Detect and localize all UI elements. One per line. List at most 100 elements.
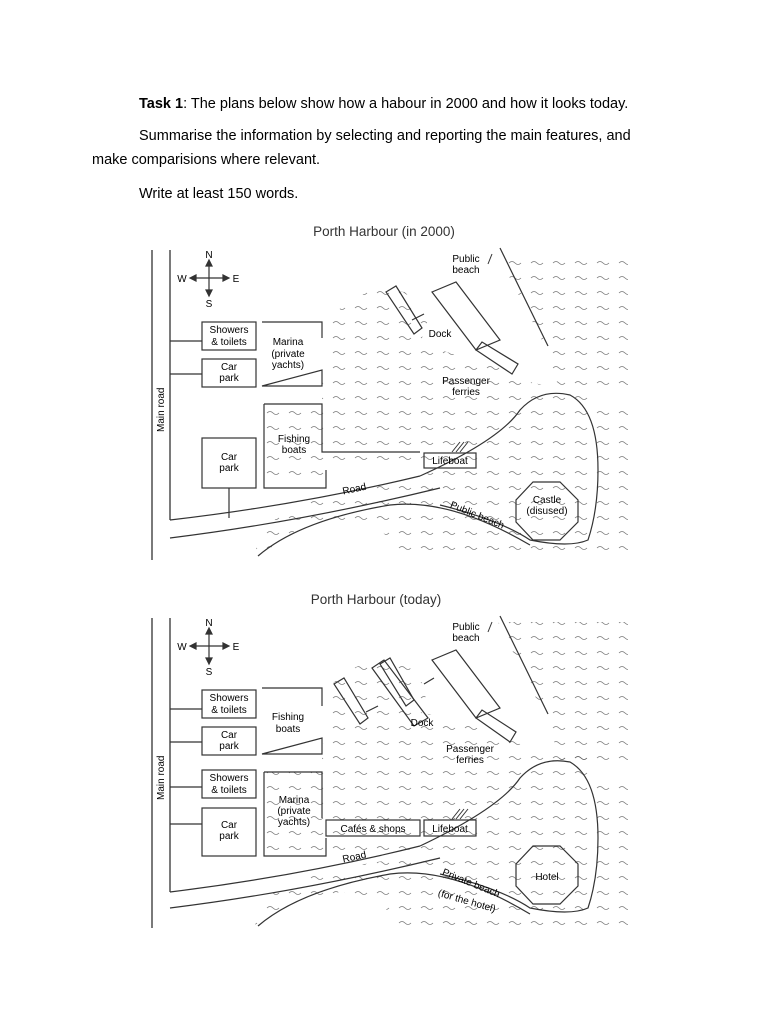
car-park-south bbox=[201, 807, 257, 857]
ferry-boat-2 bbox=[475, 341, 519, 375]
main-road-label: Main road bbox=[156, 388, 167, 432]
lifeboat-label: Lifeboat bbox=[432, 824, 468, 835]
headland bbox=[419, 392, 599, 545]
marina-basin bbox=[261, 321, 323, 387]
carpark-a-1: Car bbox=[221, 730, 238, 741]
compass-s: S bbox=[206, 667, 213, 678]
ferries-label-2: ferries bbox=[452, 387, 480, 398]
castle-label-1: Castle bbox=[533, 495, 562, 506]
showers-toilets-south bbox=[201, 769, 257, 799]
dock-pier bbox=[431, 281, 501, 351]
car-park-north bbox=[201, 726, 257, 756]
carpark-north-2: park bbox=[219, 373, 239, 384]
marina-label-1: Marina bbox=[273, 337, 304, 348]
task-line3: Write at least 150 words. bbox=[139, 186, 299, 202]
road-upper bbox=[169, 475, 421, 521]
sea bbox=[255, 622, 628, 930]
ferry-boat-3 bbox=[475, 709, 517, 743]
fishing-basin bbox=[261, 687, 323, 755]
dock-pier-west bbox=[371, 659, 429, 727]
carpark-a-2: park bbox=[219, 741, 239, 752]
carpark-b-1: Car bbox=[221, 820, 238, 831]
showers-a-1: Showers bbox=[210, 693, 249, 704]
compass-e: E bbox=[233, 274, 240, 285]
compass-s: S bbox=[206, 299, 213, 310]
headland bbox=[419, 760, 599, 913]
public-beach-2: beach bbox=[452, 633, 479, 644]
carpark-south-2: park bbox=[219, 463, 239, 474]
public-beach-1: Public bbox=[452, 254, 479, 265]
main-road bbox=[151, 618, 171, 928]
task-line1: : The plans below show how a habour in 2… bbox=[183, 96, 629, 112]
compass-w: W bbox=[177, 274, 187, 285]
carpark-south-1: Car bbox=[221, 452, 238, 463]
ferry-boat-1 bbox=[333, 677, 369, 725]
task-word-count: Write at least 150 words. bbox=[92, 182, 674, 206]
ferries-label-1: Passenger bbox=[446, 744, 494, 755]
public-beach-1: Public bbox=[452, 622, 479, 633]
main-road bbox=[151, 250, 171, 560]
public-beach-2: beach bbox=[452, 265, 479, 276]
task-line2a: Summarise the information by selecting a… bbox=[139, 128, 631, 144]
marina-label-3: yachts) bbox=[278, 817, 310, 828]
ferries-label-2: ferries bbox=[456, 755, 484, 766]
hotel bbox=[515, 845, 579, 905]
task-line2b: make comparisions where relevant. bbox=[92, 152, 321, 168]
compass-n: N bbox=[205, 250, 212, 261]
showers-toilets-north bbox=[201, 689, 257, 719]
task-label: Task 1 bbox=[139, 96, 184, 112]
road-lower bbox=[169, 487, 441, 539]
dock-pier-east bbox=[499, 247, 549, 347]
marina-label-2: (private bbox=[277, 806, 311, 817]
showers-b-1: Showers bbox=[210, 773, 249, 784]
lifeboat-label: Lifeboat bbox=[432, 456, 468, 467]
showers-toilets-building bbox=[201, 321, 257, 351]
cafes-label: Cafés & shops bbox=[340, 824, 405, 835]
lifeboat-station bbox=[423, 452, 477, 469]
compass-w: W bbox=[177, 642, 187, 653]
road-label: Road bbox=[342, 482, 368, 498]
marina-label-1: Marina bbox=[279, 795, 310, 806]
ferries-label-1: Passenger bbox=[442, 376, 490, 387]
car-park-north bbox=[201, 358, 257, 388]
fishing-quay bbox=[263, 403, 420, 489]
hotel-label: Hotel bbox=[535, 872, 558, 883]
map-harbour-today: Porth Harbour (today) Main road N S W E … bbox=[151, 592, 628, 930]
marina-quay bbox=[263, 771, 327, 857]
compass bbox=[188, 626, 231, 666]
dock-label: Dock bbox=[411, 718, 435, 729]
fishing-label-2: boats bbox=[276, 724, 300, 735]
showers-b-2: & toilets bbox=[211, 785, 247, 796]
task-summary: Summarise the information by selecting a… bbox=[92, 124, 674, 172]
fishing-label-2: boats bbox=[282, 445, 306, 456]
task-instruction: Task 1: The plans below show how a habou… bbox=[92, 92, 674, 116]
compass-n: N bbox=[205, 618, 212, 629]
marina-label-2: (private bbox=[271, 349, 305, 360]
castle bbox=[515, 481, 579, 541]
marina-label-3: yachts) bbox=[272, 360, 304, 371]
carpark-b-2: park bbox=[219, 831, 239, 842]
south-coast bbox=[257, 872, 531, 927]
dock-pier-east bbox=[499, 615, 549, 715]
fishing-label-1: Fishing bbox=[272, 712, 304, 723]
main-road-label: Main road bbox=[156, 756, 167, 800]
cafes-shops-building bbox=[325, 819, 421, 837]
road-upper bbox=[169, 845, 421, 893]
map-harbour-2000: Porth Harbour (in 2000) Main road N S W … bbox=[151, 224, 628, 560]
showers-label-1: Showers bbox=[210, 325, 249, 336]
carpark-north-1: Car bbox=[221, 362, 238, 373]
map-title: Porth Harbour (in 2000) bbox=[313, 224, 455, 239]
fishing-label-1: Fishing bbox=[278, 434, 310, 445]
south-coast bbox=[257, 503, 531, 557]
showers-a-2: & toilets bbox=[211, 705, 247, 716]
compass-e: E bbox=[233, 642, 240, 653]
road-label: Road bbox=[342, 850, 368, 866]
connector-lines bbox=[170, 340, 202, 375]
castle-label-2: (disused) bbox=[526, 506, 567, 517]
dock-pier bbox=[431, 649, 501, 719]
ferry-boat-1 bbox=[385, 285, 423, 335]
map-title: Porth Harbour (today) bbox=[311, 592, 442, 607]
compass bbox=[188, 258, 231, 298]
lifeboat-station bbox=[423, 819, 477, 837]
dock-label: Dock bbox=[429, 329, 453, 340]
